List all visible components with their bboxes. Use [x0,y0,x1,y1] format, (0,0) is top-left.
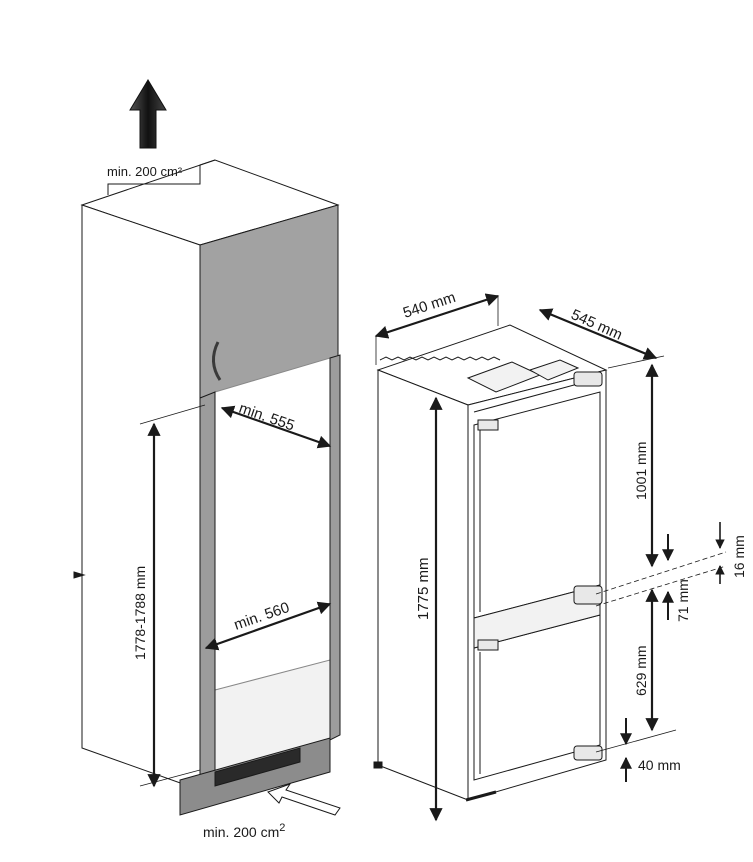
ventilation-in-arrow [267,783,341,816]
top-ridge [379,356,501,361]
appliance-depth-label: 545 mm [568,306,624,344]
appliance-width-arrow [374,293,500,339]
gap-ref-bottom [595,565,727,607]
appliance-drawing [373,324,608,802]
door-gap-label: 16 mm [731,535,747,578]
lower-door-label: 629 mm [633,645,649,696]
appliance-depth-arrow [538,308,658,360]
gap-71-label: 71 mm [675,579,691,622]
bottom-ref-line [595,729,677,753]
height-ref-bottom [139,769,201,787]
vent-bottom-label: min. 200 cm2 [203,822,285,840]
vent-slot [214,747,301,787]
hinges [477,371,603,761]
ventilation-out-arrow [129,79,167,149]
height-ref-top [139,404,206,425]
upper-door-label: 1001 mm [633,442,649,500]
niche-depth-arrow [220,405,332,449]
appliance-height-label: 1775 mm [415,557,432,620]
bottom-40-label: 40 mm [638,757,681,773]
niche-height-label: 1778-1788 mm [132,566,148,660]
gap-ref-top [595,551,727,595]
niche-frame-left [199,391,216,792]
niche-width-arrow [204,601,332,651]
niche-frame-right [329,354,341,741]
vent-top-leader [107,159,216,195]
upper-ref-line [607,355,665,369]
cabinet-drawing [73,159,341,816]
door-handle [212,341,222,381]
appliance-width-label: 540 mm [401,289,458,322]
vent-top-label: min. 200 cm² [107,164,183,179]
